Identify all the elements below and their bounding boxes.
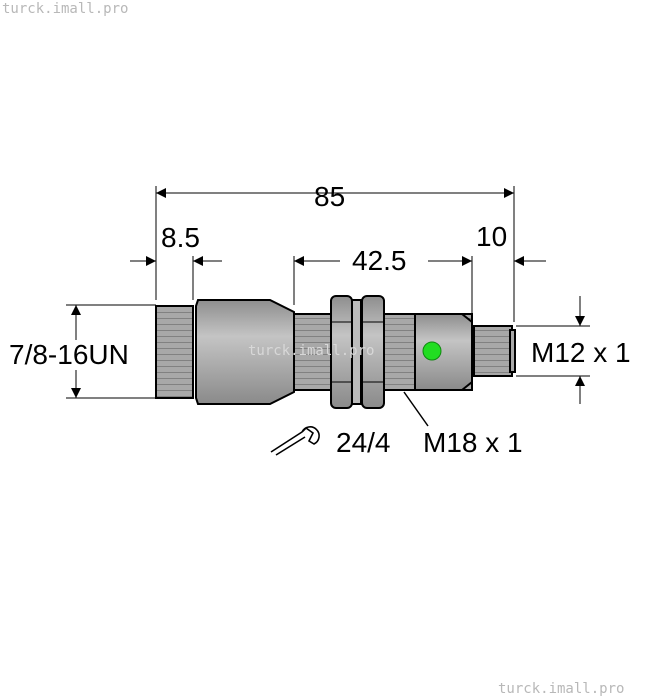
left-thread-label: 7/8-16UN bbox=[9, 339, 129, 370]
housing-thread-leader bbox=[403, 391, 429, 427]
thread-length-label: 8.5 bbox=[161, 222, 200, 253]
nut-highlights bbox=[331, 321, 384, 383]
sensor-body bbox=[155, 295, 516, 409]
watermark-top-left: turck.imall.pro bbox=[2, 1, 129, 17]
overall-length-label: 85 bbox=[314, 181, 345, 212]
watermark-bottom-right: turck.imall.pro bbox=[498, 681, 625, 697]
m12-connector-thread bbox=[473, 325, 513, 377]
right-thread-label: M12 x 1 bbox=[531, 337, 631, 368]
dimension-lines bbox=[71, 188, 585, 404]
m12-connector-end bbox=[509, 329, 516, 373]
barrel-tip bbox=[414, 313, 473, 391]
led-indicator bbox=[422, 341, 442, 361]
housing-thread-label: M18 x 1 bbox=[423, 427, 523, 458]
connector-7-8-thread bbox=[155, 305, 194, 399]
watermark-center: turck.imall.pro bbox=[248, 343, 374, 359]
wrench-icon bbox=[270, 426, 320, 456]
lock-nut-2 bbox=[361, 295, 385, 409]
housing-head bbox=[195, 299, 295, 405]
connector-length-label: 10 bbox=[476, 221, 507, 252]
body-length-label: 42.5 bbox=[352, 245, 407, 276]
wrench-size-label: 24/4 bbox=[336, 427, 391, 458]
